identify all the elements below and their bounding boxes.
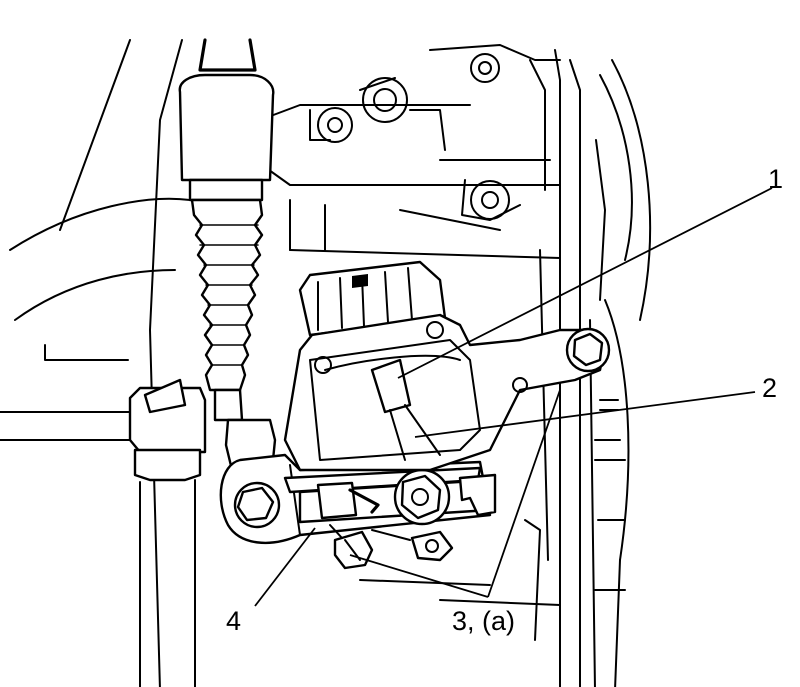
leader-3a	[349, 554, 489, 598]
callout-2: 2	[762, 373, 778, 403]
leader-4	[254, 527, 316, 607]
leader-lines	[254, 187, 773, 607]
callout-3: 3, (a)	[452, 606, 516, 636]
leader-2	[414, 391, 756, 438]
transmission-range-sensor	[283, 260, 611, 570]
callout-4: 4	[226, 606, 242, 636]
manual-select-lever	[219, 453, 497, 545]
leader-3b	[487, 389, 561, 598]
transmission-case-outline	[0, 39, 652, 687]
callout-1: 1	[768, 164, 784, 194]
leader-1	[397, 187, 773, 379]
